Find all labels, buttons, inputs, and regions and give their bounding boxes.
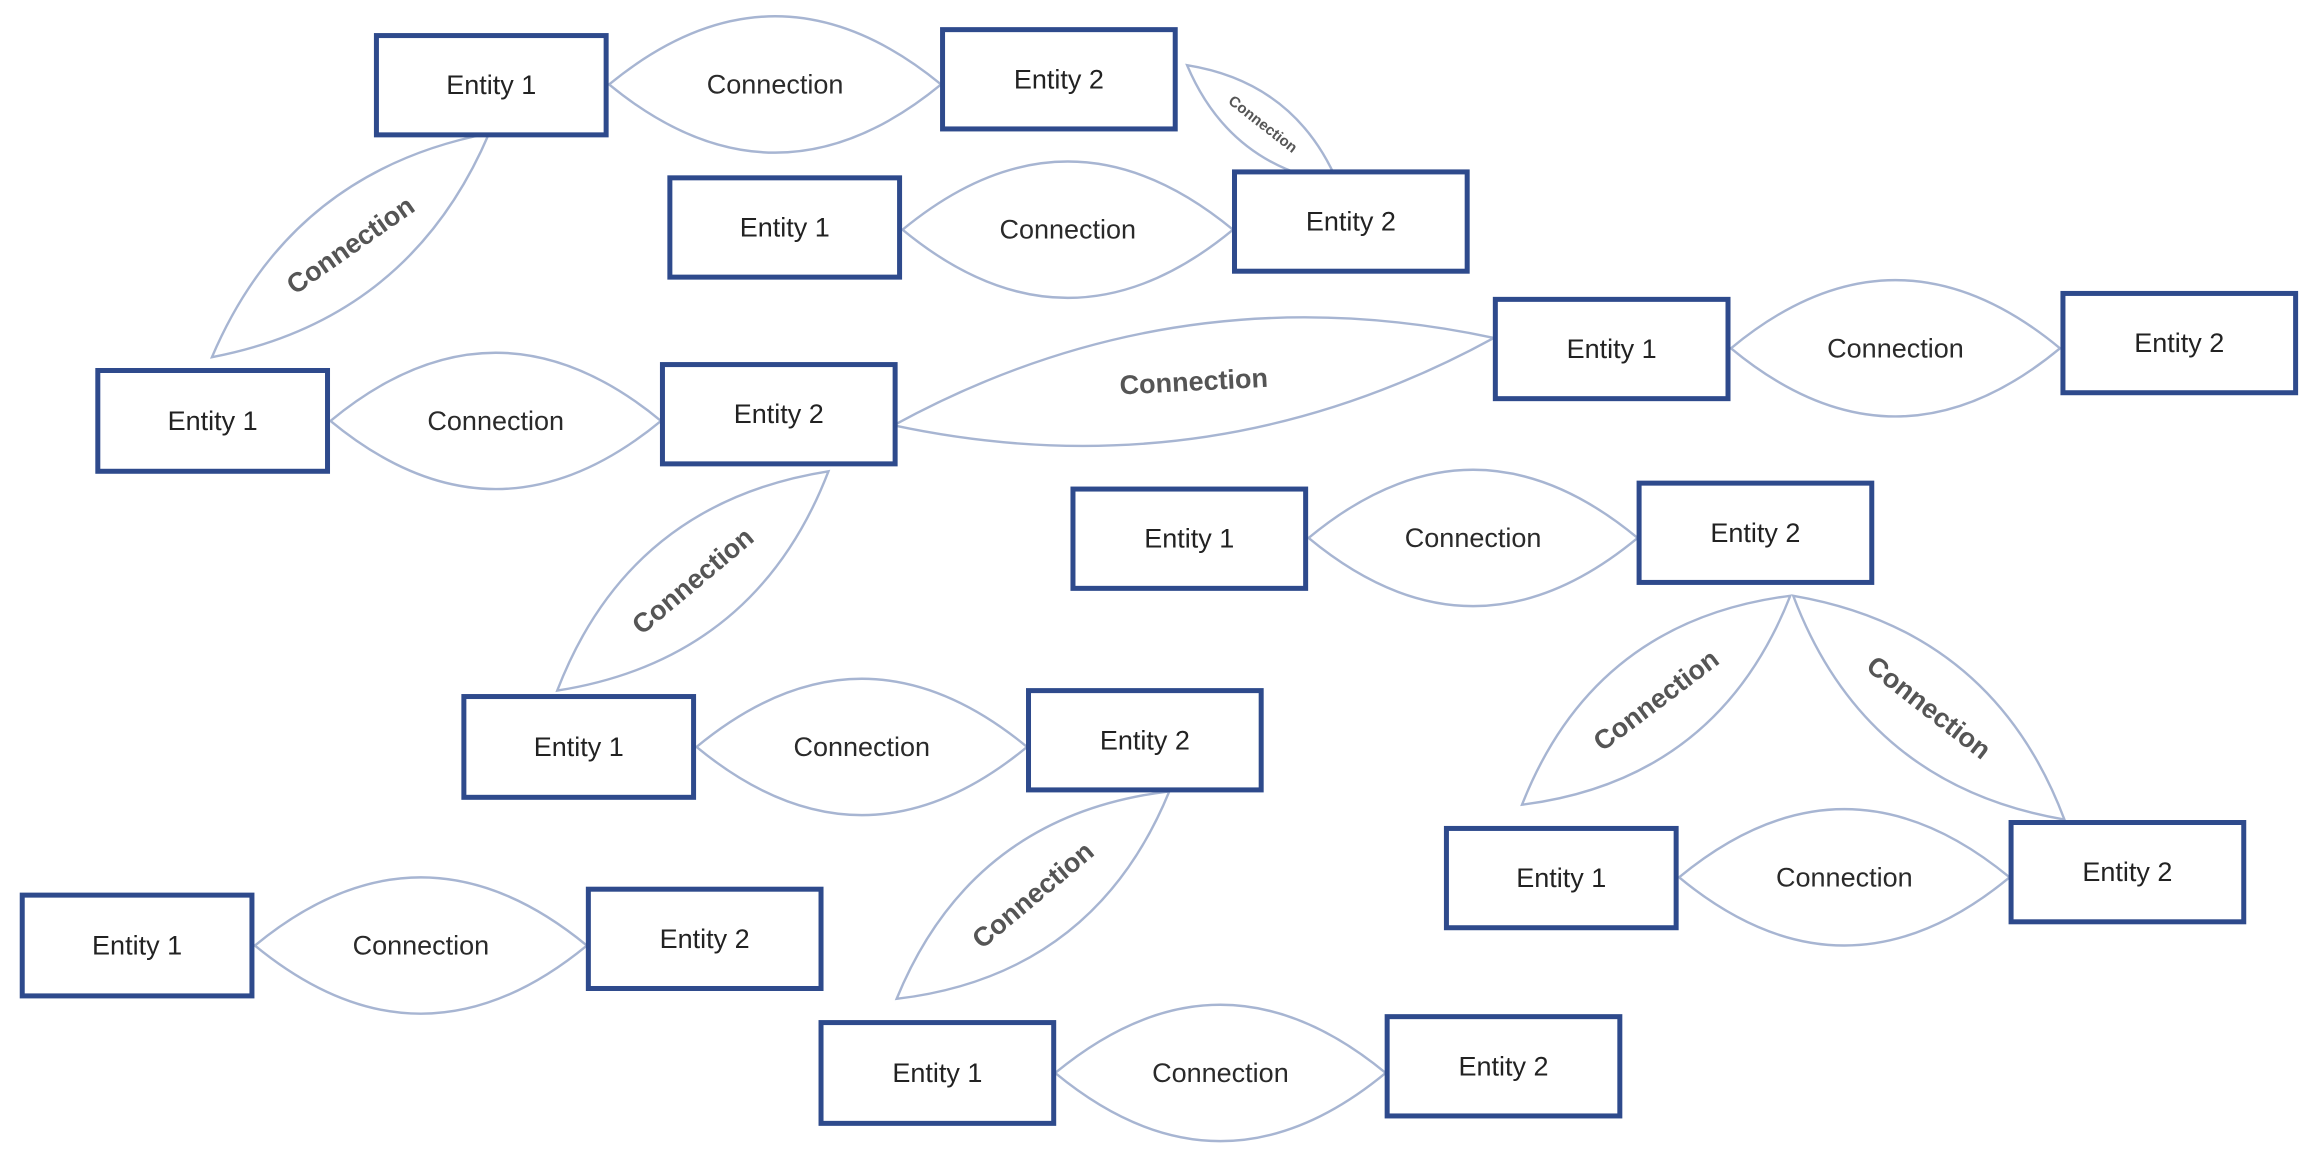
entity-rectangle (461, 694, 697, 800)
entity-rectangle (1026, 688, 1264, 793)
entity-label: Entity 1 (1144, 524, 1234, 554)
connection-label: Connection (1405, 523, 1542, 553)
entity-label: Entity 2 (734, 399, 824, 429)
entity-rectangle (95, 368, 331, 474)
entity-box: Entity 1 (1492, 296, 1731, 402)
entity-box: Entity 1 (1443, 825, 1679, 931)
entity-rectangle (585, 886, 824, 991)
entity-box: Entity 2 (2008, 820, 2247, 925)
entity-box: Entity 1 (373, 33, 609, 138)
connection-lens-shape (1791, 594, 2067, 822)
connection-relationship: Connection (1053, 1003, 1388, 1143)
connection-relationship: Connection (894, 789, 1172, 1001)
entity-label: Entity 2 (2134, 328, 2224, 358)
connection-relationship: Connection (209, 131, 492, 359)
entity-label: Entity 1 (892, 1058, 982, 1088)
entity-label: Entity 1 (168, 406, 258, 436)
connection-label: Connection (1827, 333, 1964, 363)
connection-relationship: Connection (900, 160, 1235, 300)
entity-box: Entity 2 (2060, 290, 2299, 396)
entity-label: Entity 2 (1710, 518, 1800, 548)
entity-label: Entity 2 (1014, 64, 1104, 94)
entity-rectangle (667, 175, 903, 280)
entity-box: Entity 2 (1232, 169, 1470, 274)
entity-rectangle (2008, 820, 2247, 925)
connection-label: Connection (1861, 650, 1996, 765)
entity-rectangle (818, 1020, 1057, 1126)
entity-box: Entity 1 (95, 368, 331, 474)
entity-box: Entity 2 (1384, 1014, 1623, 1119)
entity-label: Entity 1 (1516, 863, 1606, 893)
connection-relationship: Connection (890, 316, 1498, 448)
entity-box: Entity 2 (1636, 480, 1875, 585)
entity-label: Entity 2 (660, 924, 750, 954)
entity-label: Entity 2 (2082, 857, 2172, 887)
entity-rectangle (2060, 290, 2299, 396)
connection-relationship: Connection (1791, 594, 2067, 822)
entity-label: Entity 1 (534, 732, 624, 762)
connection-relationship: Connection (253, 876, 589, 1015)
entity-label: Entity 2 (1306, 207, 1396, 237)
entity-rectangle (1492, 296, 1731, 402)
connection-label: Connection (707, 69, 844, 99)
entity-rectangle (1636, 480, 1875, 585)
connection-label: Connection (793, 732, 930, 762)
entity-rectangle (19, 892, 255, 999)
connection-lens-shape (1520, 594, 1793, 807)
connection-relationship: Connection (1520, 594, 1793, 807)
connection-relationship: Connection (607, 15, 943, 154)
connection-label: Connection (626, 522, 759, 640)
connection-label: Connection (999, 215, 1136, 245)
connection-relationship: Connection (1729, 278, 2062, 418)
entity-box: Entity 1 (1070, 486, 1309, 591)
connection-label: Connection (1776, 862, 1913, 892)
entity-rectangle (1070, 486, 1309, 591)
connection-relationship: Connection (555, 469, 831, 693)
connection-lens-shape (555, 469, 831, 693)
entity-box: Entity 1 (461, 694, 697, 800)
connection-relationship: Connection (1677, 807, 2012, 947)
entity-label: Entity 2 (1458, 1051, 1548, 1081)
connection-lens-shape (1729, 278, 2062, 418)
entity-rectangle (1384, 1014, 1623, 1119)
entity-box: Entity 1 (818, 1020, 1057, 1126)
connection-relationship: Connection (1306, 468, 1640, 608)
entity-label: Entity 2 (1100, 725, 1190, 755)
entity-box: Entity 1 (667, 175, 903, 280)
entity-box: Entity 2 (940, 27, 1178, 132)
entity-rectangle (373, 33, 609, 138)
entity-box: Entity 2 (1026, 688, 1264, 793)
entity-rectangle (1232, 169, 1470, 274)
connection-label: Connection (281, 190, 420, 300)
connection-label: Connection (353, 931, 490, 961)
entity-label: Entity 1 (446, 70, 536, 100)
connection-relationship: Connection (328, 351, 663, 491)
entity-boxes: Entity 1 Entity 2 Entity 1 Entity 2 Entity 1… (19, 27, 2299, 1126)
connection-label: Connection (1588, 644, 1725, 757)
connection-label: Connection (1225, 92, 1300, 156)
entity-box: Entity 1 (19, 892, 255, 999)
connection-relationship: Connection (1185, 63, 1341, 186)
connection-label: Connection (1119, 363, 1269, 401)
entity-box: Entity 2 (585, 886, 824, 991)
connection-label: Connection (1152, 1058, 1289, 1088)
entity-box: Entity 2 (659, 362, 898, 467)
entity-rectangle (659, 362, 898, 467)
entity-label: Entity 1 (92, 931, 182, 961)
entity-rectangle (1443, 825, 1679, 931)
entity-label: Entity 1 (740, 212, 830, 242)
entity-label: Entity 1 (1567, 334, 1657, 364)
connection-label: Connection (966, 836, 1099, 954)
connection-label: Connection (427, 406, 564, 436)
entity-rectangle (940, 27, 1178, 132)
connection-relationship: Connection (694, 677, 1029, 817)
